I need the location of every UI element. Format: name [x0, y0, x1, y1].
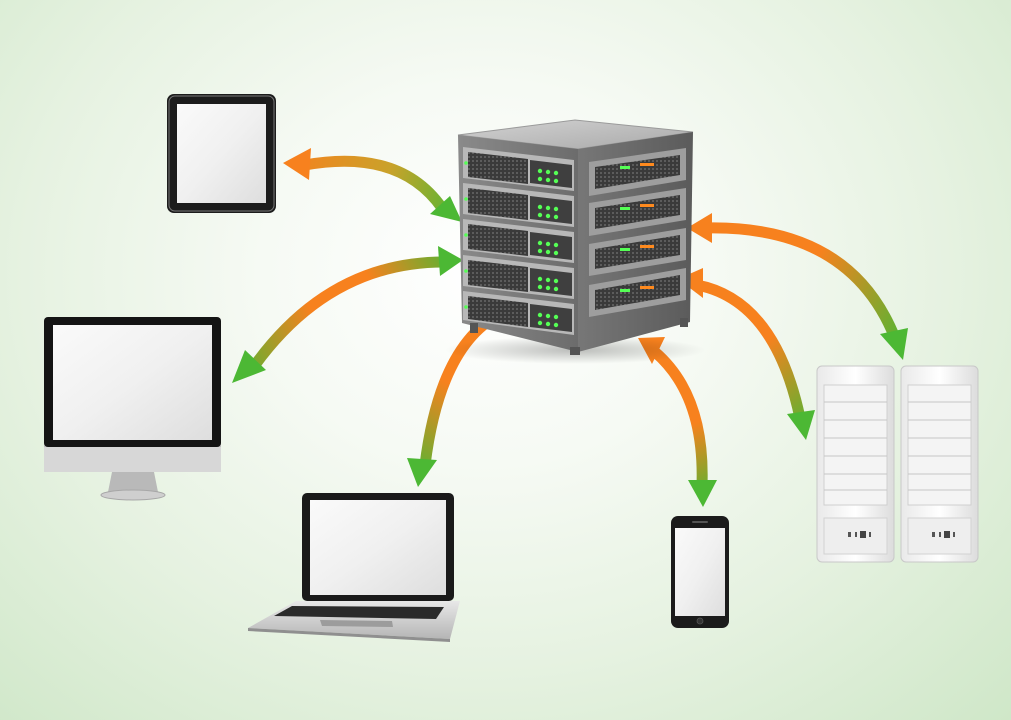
smartphone-icon: [671, 516, 729, 628]
tower-server-icon: [816, 365, 979, 563]
laptop-screen: [310, 500, 446, 595]
arrow-server-tablet: [283, 148, 462, 222]
arrow-server-tower-servers-upper: [687, 213, 908, 360]
desktop-monitor-icon: [44, 317, 221, 501]
tower-server-left: [816, 365, 895, 563]
monitor-screen: [53, 325, 212, 440]
arrow-server-desktop: [232, 246, 463, 383]
rack-front-units: [463, 147, 574, 335]
server-rack-icon: [445, 119, 705, 364]
tablet-screen: [177, 104, 266, 203]
tablet-icon: [167, 94, 276, 213]
arrow-server-smartphone: [638, 337, 717, 507]
tower-server-right: [900, 365, 979, 563]
laptop-icon: [248, 493, 460, 642]
smartphone-screen: [675, 528, 725, 616]
rack-side-units: [589, 148, 686, 317]
